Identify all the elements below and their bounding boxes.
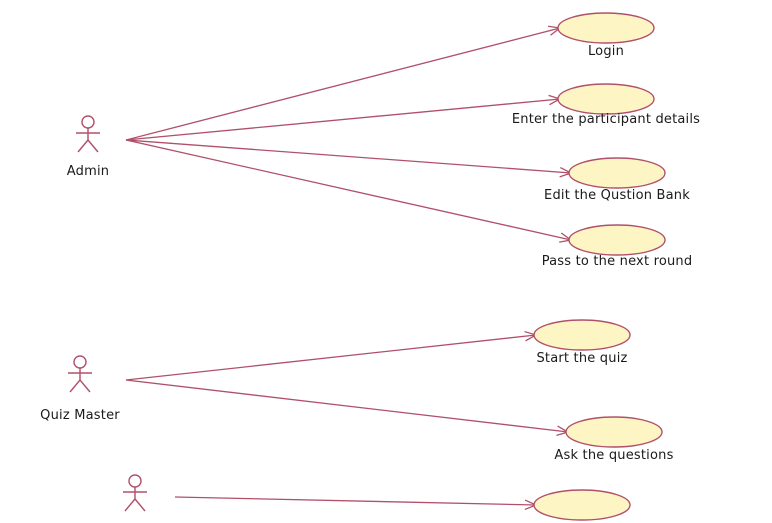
actor-right-leg	[79, 379, 91, 393]
association-line	[125, 27, 561, 141]
association-line	[174, 496, 537, 506]
use-case-label-start-quiz: Start the quiz	[536, 351, 628, 366]
actors	[68, 115, 147, 512]
actor-head	[81, 115, 95, 129]
association-line	[125, 98, 561, 141]
actor-left-leg	[124, 498, 136, 512]
association-line	[125, 139, 572, 174]
actor-left-leg	[77, 139, 89, 153]
association-quiz_master-to-ask_questions	[125, 379, 570, 436]
use-case-label-login: Login	[587, 44, 625, 59]
use-case-label-edit-question-bank: Edit the Qustion Bank	[544, 188, 690, 203]
associations	[125, 25, 573, 511]
association-quiz_master-to-start_quiz	[125, 330, 538, 381]
association-admin-to-pass_next_round	[125, 139, 573, 243]
actor-head	[128, 474, 142, 488]
use-cases	[533, 12, 666, 521]
actor-third-icon[interactable]	[123, 474, 147, 512]
use-case-edit-question-bank[interactable]	[568, 157, 666, 189]
use-case-label-pass-next-round: Pass to the next round	[541, 254, 693, 269]
actor-label-quiz-master: Quiz Master	[40, 408, 120, 423]
association-admin-to-edit_question_bank	[125, 139, 573, 178]
use-case-enter-participant[interactable]	[557, 83, 655, 115]
actor-right-leg	[87, 139, 99, 153]
association-third-to-partial	[174, 496, 538, 511]
association-line	[125, 334, 537, 381]
actor-admin-icon[interactable]	[76, 115, 100, 153]
use-case-partial[interactable]	[533, 489, 631, 521]
actor-label-admin: Admin	[66, 164, 110, 179]
actor-left-leg	[69, 379, 81, 393]
use-case-start-quiz[interactable]	[533, 319, 631, 351]
use-case-pass-next-round[interactable]	[568, 224, 666, 256]
association-admin-to-login	[125, 25, 562, 141]
use-case-ask-questions[interactable]	[565, 416, 663, 448]
use-case-login[interactable]	[557, 12, 655, 44]
actor-quiz-master-icon[interactable]	[68, 355, 92, 393]
actor-head	[73, 355, 87, 369]
association-line	[125, 379, 569, 433]
association-admin-to-enter_participant	[125, 94, 562, 141]
actor-right-leg	[134, 498, 146, 512]
association-line	[125, 139, 572, 241]
use-case-label-ask-questions: Ask the questions	[554, 448, 674, 463]
use-case-label-enter-participant: Enter the participant details	[511, 112, 701, 127]
